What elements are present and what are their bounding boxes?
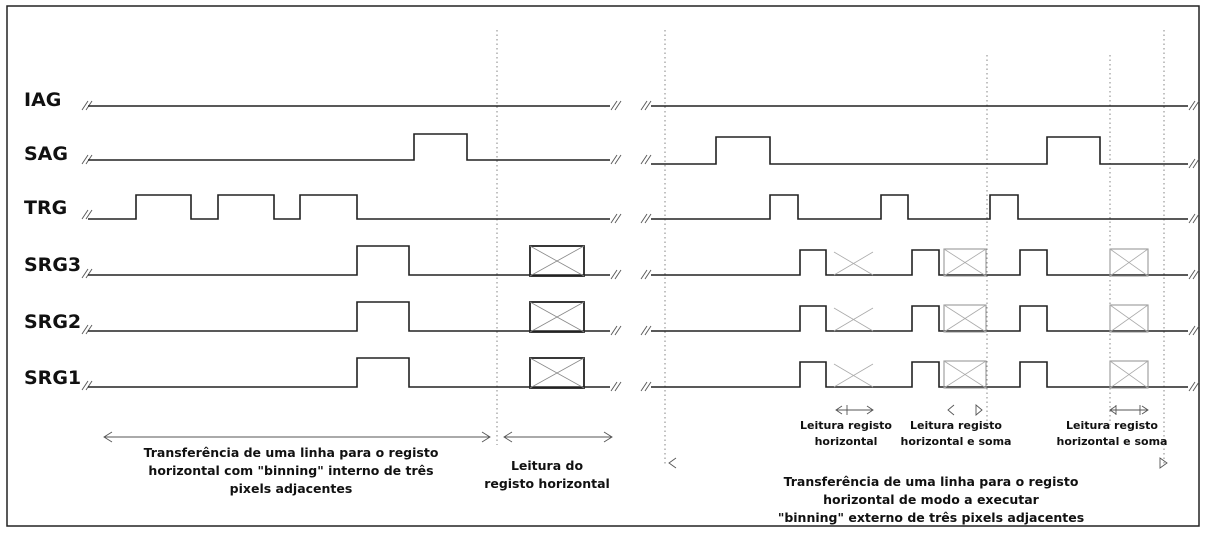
waveform-iag-right (640, 100, 1200, 111)
waveform-srg2-right (640, 304, 1200, 336)
left-readout-caption-line-1: Leitura do (511, 458, 584, 473)
right-readout-3-line-1: Leitura registo (1066, 419, 1158, 432)
left-readout-caption-line-2: registo horizontal (484, 476, 610, 491)
left-transfer-span-arrow (103, 431, 491, 443)
signal-label-srg3: SRG3 (24, 254, 81, 276)
waveform-trg-right (640, 194, 1200, 224)
signal-label-iag: IAG (24, 89, 61, 111)
left-transfer-caption-line-2: horizontal com "binning" interno de três (148, 463, 433, 478)
waveform-srg3-right (640, 248, 1200, 280)
right-transfer-span-ends (668, 457, 1168, 469)
signal-label-srg1: SRG1 (24, 367, 81, 389)
right-transfer-caption-line-2: horizontal de modo a executar (823, 492, 1040, 507)
left-transfer-caption-line-3: pixels adjacentes (230, 481, 353, 496)
right-transfer-caption-line-3: "binning" externo de três pixels adjacen… (778, 510, 1084, 525)
signal-label-sag: SAG (24, 143, 68, 165)
waveform-srg2-left (81, 301, 622, 336)
waveform-iag-left (81, 100, 622, 111)
signal-label-srg2: SRG2 (24, 311, 81, 333)
waveform-sag-left (81, 133, 622, 165)
right-readout-arrow-1 (835, 405, 874, 415)
diagram-frame (6, 5, 1200, 527)
waveform-srg1-left (81, 357, 622, 392)
right-readout-1-line-1: Leitura registo (800, 419, 892, 432)
right-transfer-caption-line-1: Transferência de uma linha para o regist… (784, 474, 1079, 489)
right-readout-arrow-2 (947, 404, 983, 416)
waveform-srg3-left (81, 245, 622, 280)
waveform-srg1-right (640, 360, 1200, 392)
right-readout-2-line-1: Leitura registo (910, 419, 1002, 432)
right-readout-2-line-2: horizontal e soma (901, 435, 1012, 448)
right-readout-3-line-2: horizontal e soma (1057, 435, 1168, 448)
waveform-sag-right (640, 136, 1200, 169)
left-transfer-caption-line-1: Transferência de uma linha para o regist… (144, 445, 439, 460)
left-readout-span-arrow (503, 431, 613, 443)
right-readout-arrow-3 (1109, 405, 1149, 415)
signal-label-trg: TRG (24, 197, 67, 219)
waveform-trg-left (81, 194, 622, 224)
right-readout-1-line-2: horizontal (815, 435, 878, 448)
